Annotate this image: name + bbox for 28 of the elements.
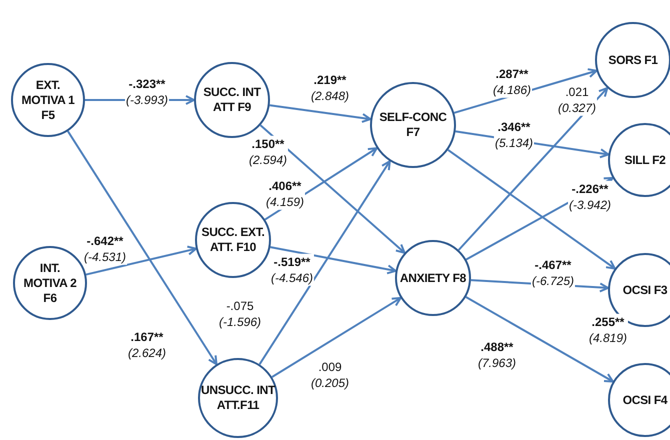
node-label: SORS F1: [608, 52, 658, 68]
node-label: INT. MOTIVA 2 F6: [22, 260, 78, 306]
arrow: [67, 130, 218, 366]
arrow: [447, 149, 616, 270]
node-label: UNSUCC. INT ATT.F11: [200, 383, 276, 413]
arrow: [272, 296, 402, 378]
arrow: [465, 296, 614, 383]
node-label: SUCC. EXT. ATT. F10: [200, 225, 266, 255]
arrow: [270, 104, 372, 123]
circle-node: [608, 123, 670, 197]
node-label: OCSI F4: [622, 392, 668, 408]
edge-label: -.519** (-4.546): [270, 254, 314, 286]
circle-node: [395, 240, 471, 316]
node-label: EXT. MOTIVA 1 F5: [20, 78, 76, 122]
node-label: ANXIETY F8: [398, 270, 468, 286]
edge-label: -.226** (-3.942): [568, 180, 612, 214]
arrow: [260, 124, 406, 254]
arrow: [270, 246, 397, 274]
node-label: OCSI F3: [622, 282, 668, 298]
node-label: SELF-CONC F7: [378, 110, 448, 140]
circle-node: [608, 363, 670, 437]
node-label: SILL F2: [623, 152, 667, 168]
arrow: [86, 246, 197, 276]
edge-label: .255** (4.819): [588, 314, 628, 346]
arrow: [258, 160, 391, 365]
edge-label: .150** (2.594): [248, 136, 288, 168]
arrow: [458, 87, 608, 251]
node-label: SUCC. INT ATT F9: [202, 85, 262, 115]
